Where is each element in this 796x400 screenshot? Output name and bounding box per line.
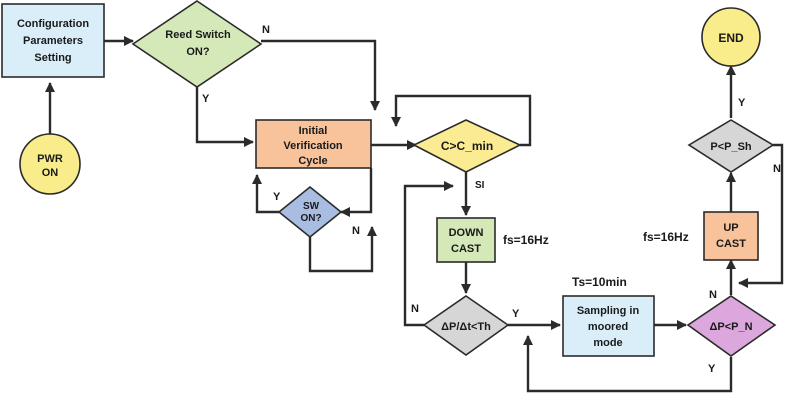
cmin-diamond — [412, 119, 522, 173]
pwr-on-label-line2: ON — [42, 167, 59, 179]
end-node: END — [701, 7, 761, 67]
upcast-node: UP CAST — [703, 211, 759, 261]
dpn-label: ΔP<P_N — [709, 321, 752, 333]
dpdt-diamond — [422, 295, 510, 356]
psh-yes-label: Y — [738, 97, 746, 109]
sw-diamond — [277, 185, 343, 239]
reed-switch-diamond — [131, 0, 263, 88]
cmin-node: C>C_min — [412, 119, 522, 173]
downcast-label-line1: DOWN — [449, 227, 484, 239]
reed-switch-label-line2: ON? — [186, 46, 210, 58]
sw-label-line2: ON? — [300, 213, 321, 224]
sampling-label-line3: mode — [593, 337, 622, 349]
dpn-diamond — [686, 295, 777, 357]
dpdt-node: ΔP/Δt<Th — [422, 295, 510, 356]
sampling-node: Sampling in moored mode — [562, 295, 655, 357]
sampling-label-line1: Sampling in — [577, 305, 640, 317]
pwr-on-node: PWR ON — [19, 133, 81, 195]
edge-sw-no — [308, 225, 378, 273]
downcast-node: DOWN CAST — [436, 217, 496, 263]
edge-dpdt-no — [403, 180, 455, 327]
edge-sw-yes — [251, 173, 279, 214]
dpn-no-label: N — [709, 289, 717, 301]
config-label-line3: Setting — [34, 52, 71, 64]
ivc-label-line1: Initial — [299, 125, 328, 137]
edge-dpn-yes — [522, 334, 733, 393]
downcast-label-line2: CAST — [451, 243, 481, 255]
upcast-box — [703, 211, 759, 261]
dpdt-no-label: N — [411, 303, 419, 315]
ivc-node: Initial Verification Cycle — [255, 119, 372, 169]
config-label-line1: Configuration — [17, 18, 89, 30]
sampling-label-line2: moored — [588, 321, 628, 333]
ivc-label-line3: Cycle — [298, 155, 327, 167]
pwr-on-label-line1: PWR — [37, 153, 63, 165]
config-label-line2: Parameters — [23, 35, 83, 47]
pwr-on-circle — [19, 133, 81, 195]
cmin-label: C>C_min — [441, 139, 493, 153]
end-circle — [701, 7, 761, 67]
sw-yes-label: Y — [273, 191, 281, 203]
edge-ivc-to-sw — [339, 168, 373, 218]
reed-switch-node: Reed Switch ON? — [131, 0, 263, 88]
dpdt-label: ΔP/Δt<Th — [441, 321, 491, 333]
config-box — [1, 3, 105, 78]
upcast-label-line2: CAST — [716, 238, 746, 250]
reed-yes-label: Y — [202, 93, 210, 105]
psh-label: P<P_Sh — [710, 141, 752, 153]
edges — [44, 35, 784, 393]
cmin-si-label: SI — [475, 180, 485, 191]
sw-node: SW ON? — [277, 185, 343, 239]
ivc-box — [255, 119, 372, 169]
downcast-box — [436, 217, 496, 263]
dpn-yes-label: Y — [708, 363, 716, 375]
upcast-label-line1: UP — [723, 222, 738, 234]
reed-switch-label-line1: Reed Switch — [165, 29, 231, 41]
dpn-node: ΔP<P_N — [686, 295, 777, 357]
edge-reed-no — [261, 39, 381, 112]
dpdt-yes-label: Y — [512, 308, 520, 320]
upcast-sampling-annotation: fs=16Hz — [643, 230, 689, 244]
psh-no-label: N — [773, 163, 781, 175]
reed-no-label: N — [262, 24, 270, 36]
downcast-sampling-annotation: fs=16Hz — [503, 233, 549, 247]
edge-cmin-loop — [390, 94, 532, 147]
sampling-box — [562, 295, 655, 357]
end-label: END — [718, 31, 744, 45]
config-node: Configuration Parameters Setting — [1, 3, 105, 78]
psh-diamond — [687, 119, 775, 173]
edge-psh-no — [737, 143, 784, 289]
edge-reed-yes — [195, 87, 255, 148]
sampling-period-annotation: Ts=10min — [572, 275, 627, 289]
sw-no-label: N — [352, 225, 360, 237]
ivc-label-line2: Verification — [283, 140, 343, 152]
sw-label-line1: SW — [303, 201, 320, 212]
psh-node: P<P_Sh — [687, 119, 775, 173]
